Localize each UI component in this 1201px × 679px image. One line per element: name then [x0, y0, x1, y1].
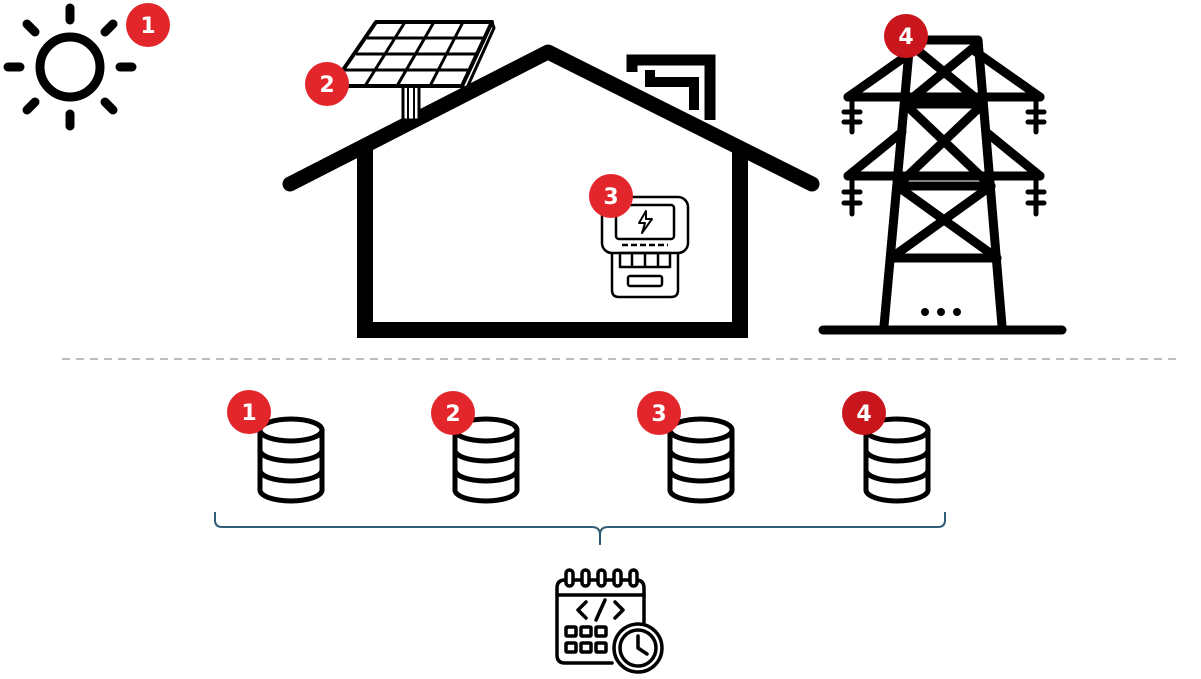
- badge-circle: [126, 3, 170, 47]
- top-badge-4: 4: [884, 14, 928, 58]
- badge-number: 2: [319, 73, 334, 98]
- storage-badge-3: 3: [637, 391, 681, 435]
- solar-panel-icon: [330, 20, 496, 122]
- storage-badge-1: 1: [227, 390, 271, 434]
- badge-number: 1: [241, 401, 256, 426]
- database-icon: [257, 416, 325, 504]
- badge-number: 4: [856, 402, 871, 427]
- badge-circle: [305, 62, 349, 106]
- ellipsis-icon: [921, 308, 961, 316]
- house-icon: [282, 44, 820, 338]
- power-pylon-icon: [818, 35, 1067, 335]
- badge-number: 2: [445, 402, 460, 427]
- grouping-bracket: [214, 512, 946, 545]
- badge-circle: [431, 391, 475, 435]
- storage-badge-4: 4: [842, 391, 886, 435]
- electric-meter-icon: [600, 195, 690, 299]
- top-badge-1: 1: [126, 3, 170, 47]
- badge-circle: [227, 390, 271, 434]
- calendar-code-clock-icon: [555, 568, 664, 674]
- badge-number: 3: [603, 185, 618, 210]
- badge-number: 3: [651, 402, 666, 427]
- badge-number: 1: [140, 14, 155, 39]
- database-icon: [863, 416, 931, 504]
- badge-circle: [637, 391, 681, 435]
- badge-circle: [842, 391, 886, 435]
- badge-circle: [884, 14, 928, 58]
- storage-badge-2: 2: [431, 391, 475, 435]
- top-badge-2: 2: [305, 62, 349, 106]
- badge-number: 4: [898, 25, 913, 50]
- database-icon: [667, 416, 735, 504]
- top-badge-3: 3: [589, 174, 633, 218]
- badge-circle: [589, 174, 633, 218]
- sun-icon: [3, 3, 137, 131]
